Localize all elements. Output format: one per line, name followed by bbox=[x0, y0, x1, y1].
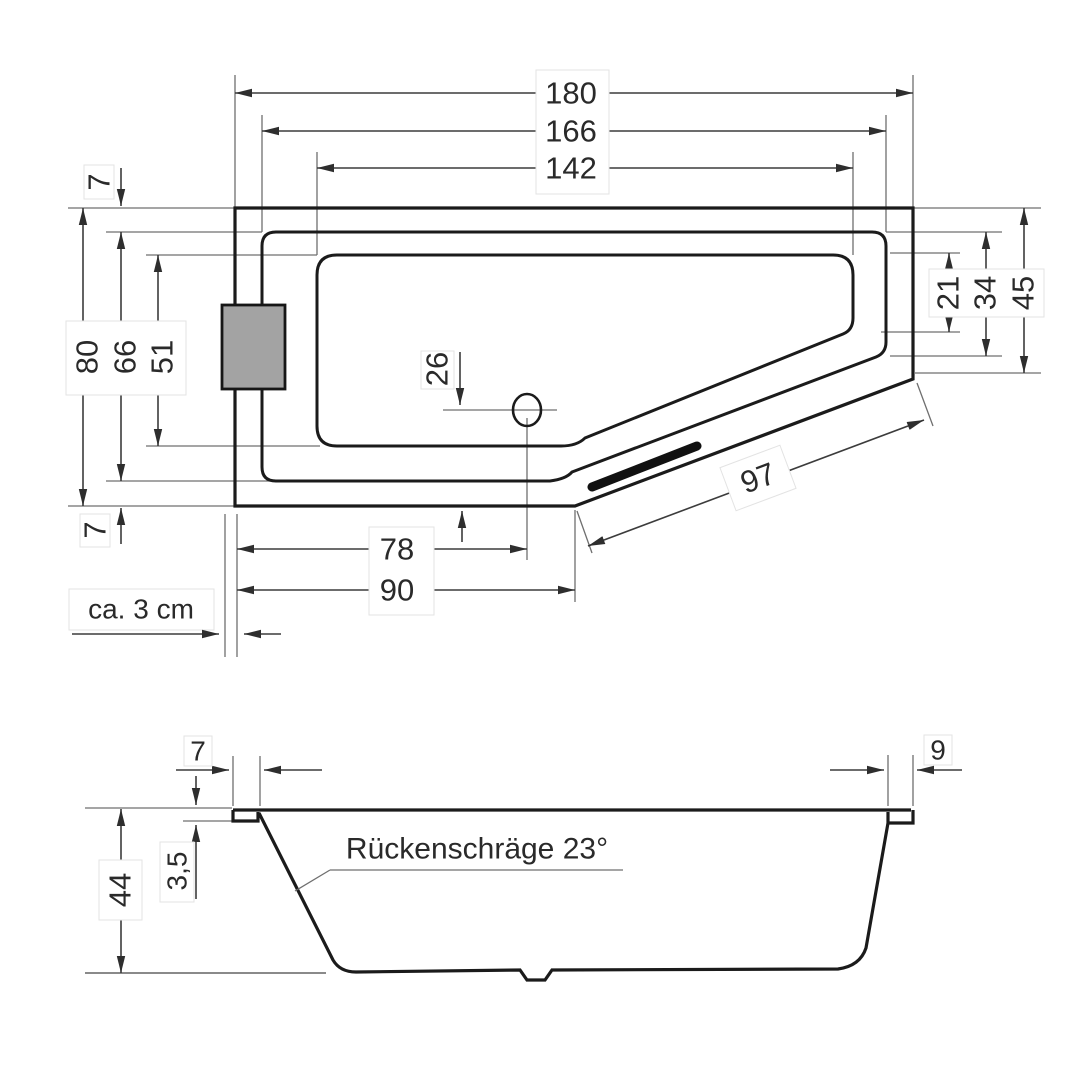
back-slope-leader bbox=[294, 869, 623, 892]
dim-height: 44 bbox=[98, 809, 143, 973]
dim-drain-offset: 26 bbox=[420, 350, 467, 542]
dim-label-side-7: 7 bbox=[190, 736, 206, 767]
dim-label-51: 51 bbox=[145, 340, 180, 374]
dim-rim-right: 9 bbox=[830, 734, 962, 775]
headrest bbox=[220, 303, 287, 391]
back-slope-label: Rückenschräge 23° bbox=[346, 833, 608, 866]
dim-diagonal: 97 bbox=[587, 419, 925, 547]
dim-label-45: 45 bbox=[1006, 276, 1041, 310]
svg-text:7: 7 bbox=[78, 521, 113, 538]
drain bbox=[443, 392, 557, 428]
dim-label-3-5: 3,5 bbox=[162, 852, 193, 891]
wall-gap-label: ca. 3 cm bbox=[88, 594, 194, 625]
drain-circle bbox=[511, 392, 543, 428]
svg-text:26: 26 bbox=[420, 352, 455, 386]
label-box-widths bbox=[65, 320, 187, 396]
dim-label-34: 34 bbox=[968, 276, 1003, 310]
ext-lines-right bbox=[881, 207, 1041, 374]
tub-rim-outline bbox=[260, 230, 888, 483]
ext-lines-top bbox=[234, 75, 914, 255]
label-box-right bbox=[928, 268, 1045, 318]
dim-label-142: 142 bbox=[545, 151, 597, 186]
back-slope-annotation: Rückenschräge 23° bbox=[294, 833, 623, 892]
label-box-bottom bbox=[368, 526, 435, 616]
top-view: 180 166 142 80 66 51 7 7 bbox=[65, 69, 1045, 657]
dim-rim-thickness: 3,5 bbox=[159, 776, 201, 903]
dim-rim-left: 7 bbox=[176, 735, 322, 775]
side-view: Rückenschräge 23° 44 3,5 7 9 bbox=[85, 734, 962, 982]
ext-lines-side bbox=[183, 755, 914, 822]
tub-basin-outline bbox=[315, 253, 855, 448]
tub-outer-outline bbox=[233, 206, 915, 508]
dim-label-166: 166 bbox=[545, 114, 597, 149]
dim-label-90: 90 bbox=[380, 573, 414, 608]
dim-label-44: 44 bbox=[103, 873, 138, 907]
dim-label-21: 21 bbox=[931, 276, 966, 310]
dim-rim-bottom-7: 7 bbox=[78, 508, 126, 548]
dim-label-66: 66 bbox=[108, 340, 143, 374]
dim-label-78: 78 bbox=[380, 532, 414, 567]
tub-profile bbox=[231, 808, 915, 982]
dim-label-side-9: 9 bbox=[930, 735, 946, 766]
dim-label-180: 180 bbox=[545, 76, 597, 111]
svg-text:7: 7 bbox=[82, 173, 117, 190]
label-box-lengths bbox=[535, 69, 610, 195]
dim-rim-top-7: 7 bbox=[82, 164, 126, 206]
dim-label-80: 80 bbox=[70, 340, 105, 374]
dim-wall-gap: ca. 3 cm bbox=[68, 588, 281, 639]
ext-lines-left bbox=[68, 207, 320, 507]
ext-lines-bottom bbox=[224, 382, 934, 657]
